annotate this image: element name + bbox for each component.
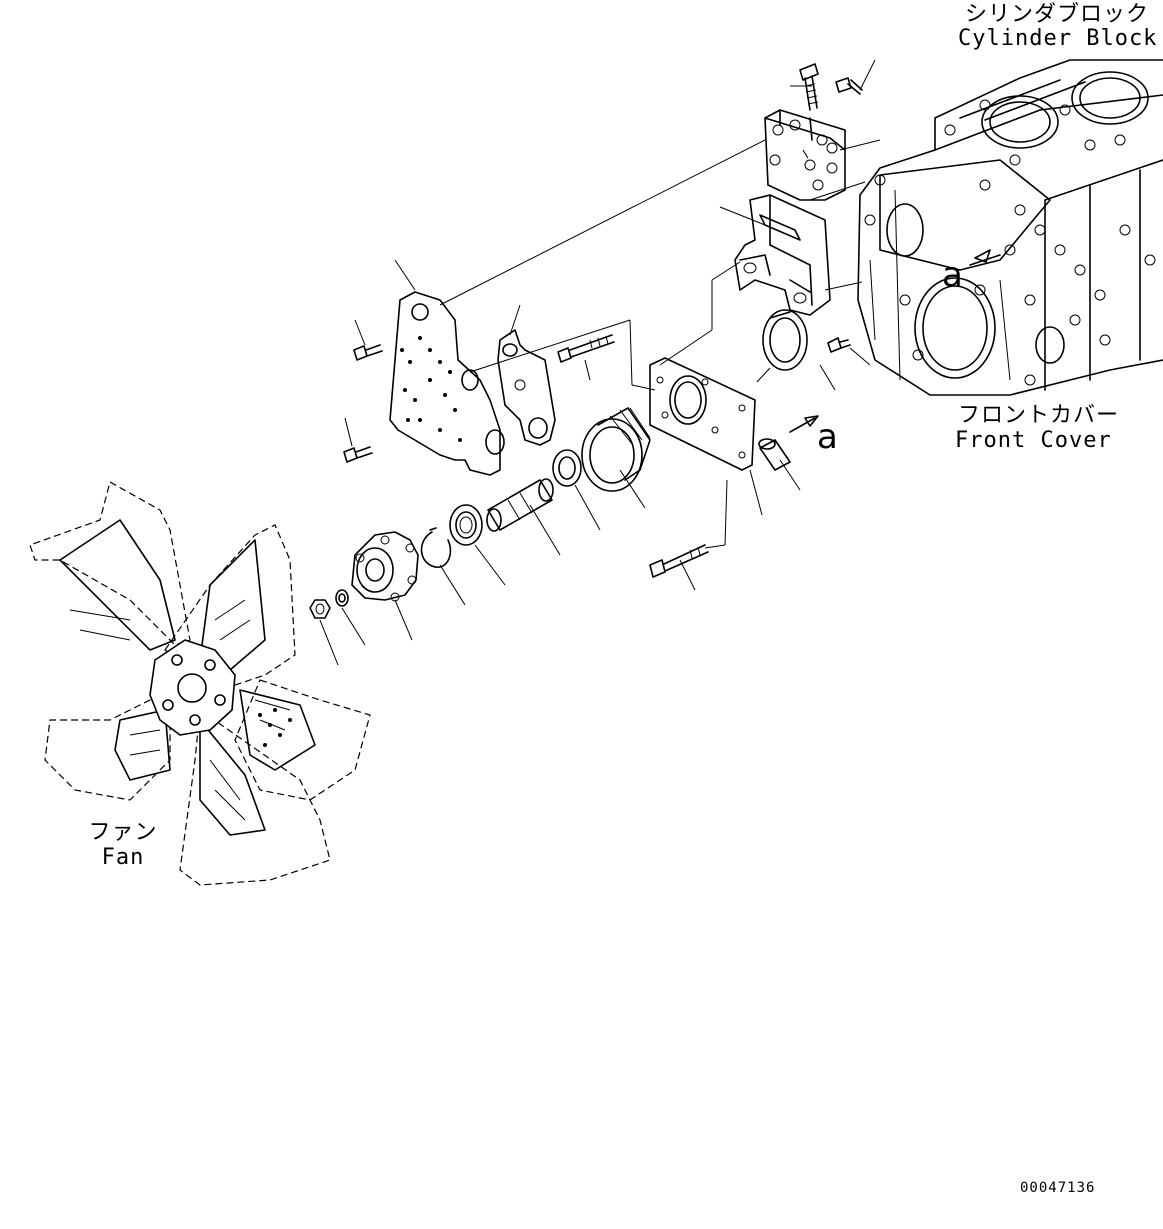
stud-bolt-middle bbox=[557, 334, 615, 363]
bolt-upper-short bbox=[835, 77, 863, 95]
nut bbox=[309, 599, 331, 619]
fan-label-jp: ファン bbox=[88, 820, 158, 845]
cylinder-block-label-en: Cylinder Block bbox=[958, 26, 1158, 51]
front-cover-label-jp: フロントカバー bbox=[958, 403, 1120, 428]
snap-ring bbox=[420, 527, 452, 569]
dowel-pin bbox=[758, 438, 791, 471]
reference-mark-a-lower: a bbox=[817, 417, 838, 457]
gasket bbox=[497, 329, 556, 446]
bolt-long-lower bbox=[649, 544, 709, 578]
housing-plate bbox=[649, 357, 756, 471]
cylinder-block-label-jp: シリンダブロック bbox=[965, 2, 1150, 27]
arrow-a-lower bbox=[789, 417, 816, 433]
clutch-cage bbox=[581, 407, 651, 492]
bearing-small bbox=[552, 449, 582, 487]
reference-mark-a-upper: a bbox=[942, 255, 963, 295]
support-frame bbox=[734, 194, 831, 316]
washer bbox=[335, 589, 349, 607]
bracket-upper bbox=[764, 109, 846, 201]
front-cover-label-en: Front Cover bbox=[955, 428, 1112, 453]
arrowhead-a-lower bbox=[804, 415, 819, 427]
fan-hub bbox=[351, 531, 419, 602]
bolt-seal bbox=[827, 337, 851, 353]
seal-ring bbox=[762, 309, 808, 371]
fan bbox=[29, 481, 371, 886]
bolt-plate-lower bbox=[343, 446, 373, 463]
mounting-plate bbox=[389, 291, 505, 476]
cylinder-block-front-cover bbox=[857, 59, 1163, 396]
bearing-large bbox=[449, 504, 483, 546]
leader-lines bbox=[319, 59, 881, 666]
document-number: 00047136 bbox=[1020, 1180, 1096, 1196]
drive-shaft bbox=[486, 478, 554, 532]
fan-label-en: Fan bbox=[101, 845, 145, 870]
bolt-plate-upper bbox=[353, 344, 383, 361]
bolt-upper-long bbox=[799, 63, 819, 111]
